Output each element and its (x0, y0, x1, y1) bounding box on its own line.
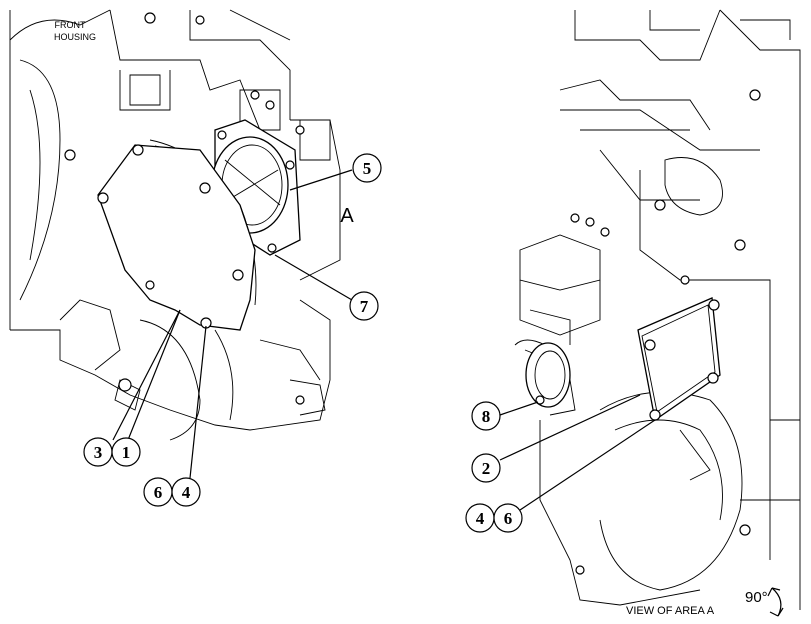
svg-text:5: 5 (363, 159, 372, 178)
svg-text:1: 1 (122, 443, 131, 462)
svg-text:8: 8 (482, 407, 491, 426)
callout-7-left: 7 (349, 291, 379, 321)
callout-6-left: 6 (143, 477, 173, 507)
area-a-label: A (340, 205, 354, 227)
rotation-arrow-icon (767, 587, 784, 617)
svg-text:3: 3 (94, 443, 103, 462)
svg-text:7: 7 (360, 297, 369, 316)
front-housing-label-line1: FRONT (55, 20, 86, 30)
right-housing-assembly (514, 9, 801, 610)
right-leader-lines (499, 394, 656, 519)
svg-text:2: 2 (482, 459, 491, 478)
svg-text:6: 6 (504, 509, 513, 528)
callout-2-right: 2 (471, 453, 501, 483)
front-housing-label-line2: HOUSING (54, 32, 96, 42)
callout-4-left: 4 (171, 477, 201, 507)
callout-5-left: 5 (352, 153, 382, 183)
view-of-area-label: VIEW OF AREA A (626, 605, 715, 617)
callout-1-left: 1 (111, 437, 141, 467)
svg-text:4: 4 (182, 483, 191, 502)
callout-6-right: 6 (493, 503, 523, 533)
left-leader-lines (112, 169, 353, 479)
callout-4-right: 4 (465, 503, 495, 533)
left-housing-assembly (9, 9, 341, 441)
svg-text:4: 4 (476, 509, 485, 528)
callout-3-left: 3 (83, 437, 113, 467)
svg-text:6: 6 (154, 483, 163, 502)
rotation-angle-label: 90° (745, 589, 768, 606)
callout-8-right: 8 (471, 401, 501, 431)
